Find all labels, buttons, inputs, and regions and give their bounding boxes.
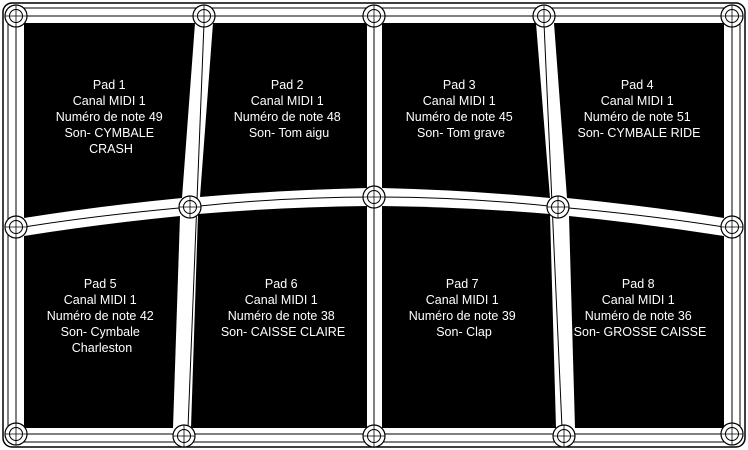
pad-1-title: Pad 1 [93,78,126,92]
pad-1-surface[interactable] [24,23,195,218]
pad-6-title: Pad 6 [265,277,298,291]
pad-8-note: Numéro de note 36 [585,309,692,323]
pad-1-sound-cont: CRASH [89,142,133,156]
pad-1-sound: Son- CYMBALE [64,126,154,140]
pad-1-channel: Canal MIDI 1 [73,94,146,108]
pad-4-note: Numéro de note 51 [584,110,691,124]
pad-6-note: Numéro de note 38 [228,309,335,323]
pad-6-channel: Canal MIDI 1 [245,293,318,307]
pad-7-label: Pad 7 Canal MIDI 1 Numéro de note 39 Son… [409,277,520,339]
pad-4-channel: Canal MIDI 1 [601,94,674,108]
pad-3-channel: Canal MIDI 1 [423,94,496,108]
pad-1-note: Numéro de note 49 [56,110,163,124]
pad-8-title: Pad 8 [622,277,655,291]
pad-labels: Pad 1 Canal MIDI 1 Numéro de note 49 Son… [47,78,707,355]
bolt-icon [4,422,28,446]
bolt-icon [362,424,386,448]
pad-1-label: Pad 1 Canal MIDI 1 Numéro de note 49 Son… [56,78,167,156]
pad-3-surface[interactable] [382,23,550,198]
pad-2-surface[interactable] [200,23,367,197]
pad-6-surface[interactable] [191,206,367,428]
pad-2-label: Pad 2 Canal MIDI 1 Numéro de note 48 Son… [234,78,345,140]
pad-5-note: Numéro de note 42 [47,309,154,323]
pad-3-label: Pad 3 Canal MIDI 1 Numéro de note 45 Son… [406,78,517,140]
pad-7-note: Numéro de note 39 [409,309,516,323]
rail-right-vertical [543,22,563,429]
pad-4-surface[interactable] [554,23,724,218]
bolt-icon [720,215,744,239]
pad-5-surface[interactable] [24,216,180,428]
pad-6-label: Pad 6 Canal MIDI 1 Numéro de note 38 Son… [221,277,345,339]
pads-layer [24,23,724,428]
pad-7-channel: Canal MIDI 1 [426,293,499,307]
bolt-icon [362,4,386,28]
pad-8-label: Pad 8 Canal MIDI 1 Numéro de note 36 Son… [574,277,707,339]
pad-5-sound-cont: Charleston [72,341,132,355]
bolt-icon [362,185,386,209]
pad-5-title: Pad 5 [84,277,117,291]
bolt-icon [546,195,570,219]
pad-4-title: Pad 4 [621,78,654,92]
pad-5-label: Pad 5 Canal MIDI 1 Numéro de note 42 Son… [47,277,158,355]
pad-7-sound: Son- Clap [436,325,492,339]
pad-2-sound: Son- Tom aigu [249,126,329,140]
pad-5-channel: Canal MIDI 1 [64,293,137,307]
bolt-icon [178,195,202,219]
bolt-icon [552,424,576,448]
pad-3-title: Pad 3 [443,78,476,92]
bolt-icon [192,4,216,28]
pad-6-sound: Son- CAISSE CLAIRE [221,325,345,339]
pad-8-surface[interactable] [569,216,724,428]
pad-3-sound: Son- Tom grave [417,126,505,140]
bolt-icon [720,422,744,446]
pad-2-note: Numéro de note 48 [234,110,341,124]
pad-5-sound: Son- Cymbale [61,325,140,339]
pad-8-sound: Son- GROSSE CAISSE [574,325,707,339]
pad-4-label: Pad 4 Canal MIDI 1 Numéro de note 51 Son… [578,78,701,140]
pad-2-title: Pad 2 [271,78,304,92]
bolt-icon [172,424,196,448]
pad-8-channel: Canal MIDI 1 [602,293,675,307]
frame-bolts [4,4,744,448]
rail-left-vertical [187,22,205,429]
pad-3-note: Numéro de note 45 [406,110,513,124]
bolt-icon [720,4,744,28]
bolt-icon [4,215,28,239]
pad-2-channel: Canal MIDI 1 [251,94,324,108]
bolt-icon [532,4,556,28]
pad-7-title: Pad 7 [446,277,479,291]
pad-7-surface[interactable] [382,206,556,428]
pad-4-sound: Son- CYMBALE RIDE [578,126,701,140]
bolt-icon [4,4,28,28]
